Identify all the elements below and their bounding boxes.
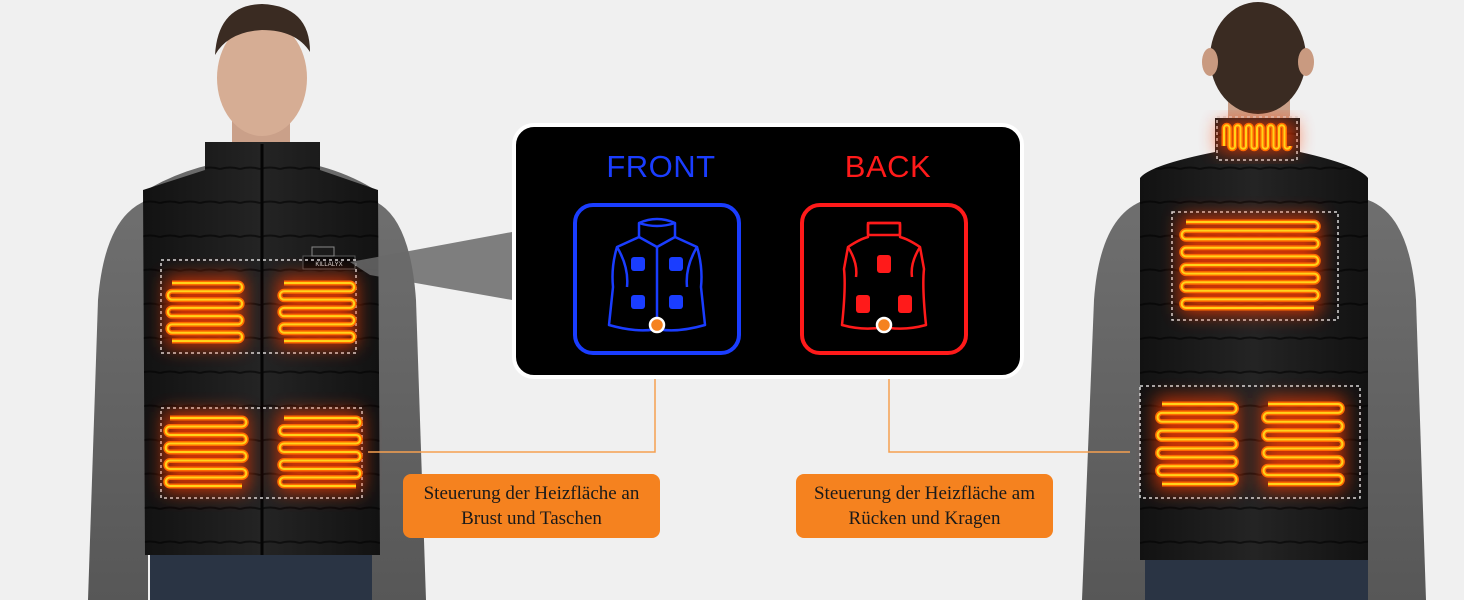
front-label: FRONT <box>606 149 716 184</box>
back-callout-line2: Rücken und Kragen <box>848 508 1001 529</box>
back-label: BACK <box>844 149 932 184</box>
button-zoom-beam <box>350 232 512 300</box>
back-heat-pad <box>1179 216 1321 314</box>
back-heat-button[interactable] <box>800 203 968 355</box>
collar-heat-pad <box>1218 122 1296 152</box>
front-chest-heat-pads <box>165 277 357 347</box>
front-vest-icon <box>607 217 707 334</box>
front-control-callout: Steuerung der Heizfläche an Brust und Ta… <box>403 474 660 538</box>
front-heat-button[interactable] <box>573 203 741 355</box>
back-control-callout: Steuerung der Heizfläche am Rücken und K… <box>796 474 1053 538</box>
front-callout-line2: Brust und Taschen <box>461 508 602 529</box>
front-pocket-heat-pads <box>163 412 363 492</box>
front-callout-line1: Steuerung der Heizfläche an <box>423 483 640 504</box>
controller-panel: FRONT BACK <box>512 123 1024 379</box>
lower-back-heat-pads <box>1155 398 1345 490</box>
vest-logo: KILLALYX <box>315 262 342 268</box>
back-vest-icon <box>840 221 928 334</box>
back-model <box>1082 2 1426 600</box>
front-model: KILLALYX <box>88 4 426 600</box>
back-callout-line1: Steuerung der Heizfläche am <box>813 483 1036 504</box>
